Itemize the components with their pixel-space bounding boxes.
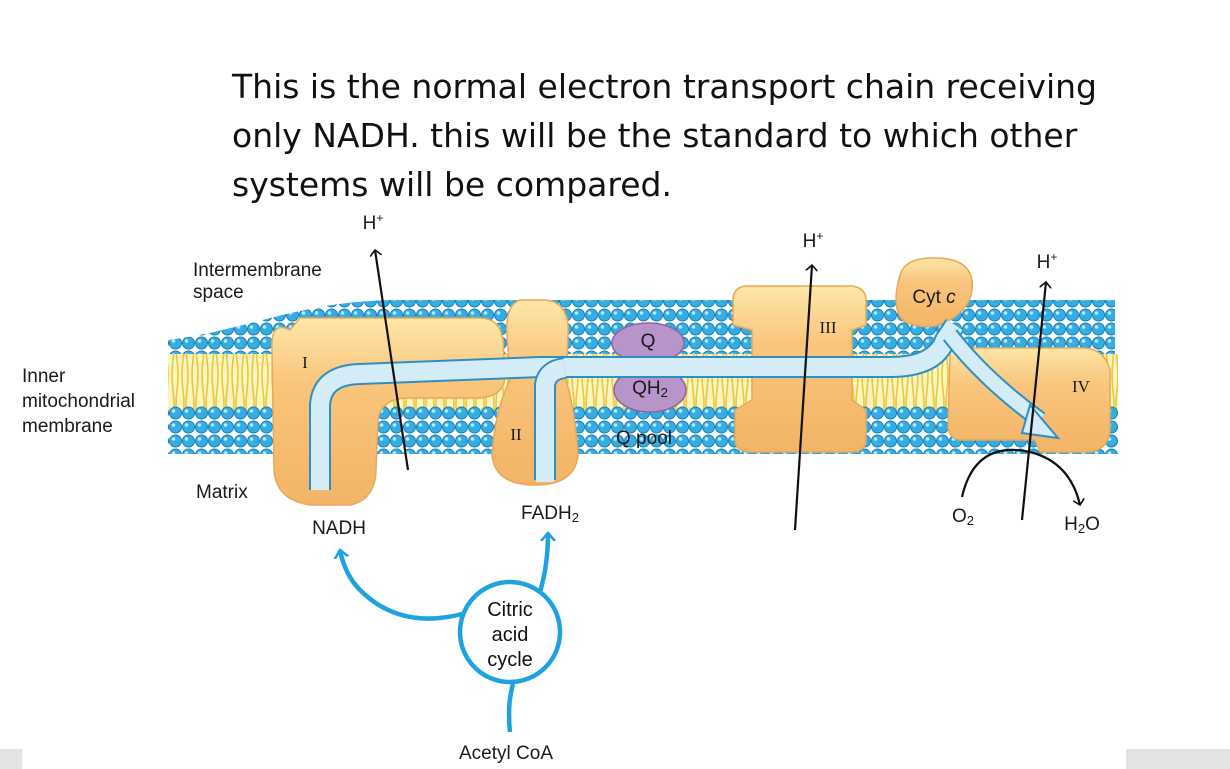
electron-path-fill xyxy=(311,320,963,490)
q-pool-label: Q pool xyxy=(616,428,672,449)
proton-arrow-i xyxy=(375,250,410,471)
qh2-label: QH2 xyxy=(632,378,668,400)
proton-label-iii-base: H xyxy=(802,231,817,252)
proton-label-i: H+ xyxy=(362,211,384,235)
acetyl-coa-feed xyxy=(506,683,516,733)
fadh2-label-base: FADH xyxy=(521,503,572,524)
qh2-label-base: QH xyxy=(632,378,661,399)
citric-acid-cycle-label: Citric acid cycle xyxy=(487,598,533,673)
complex-ii-label: II xyxy=(510,425,522,444)
nadh-arrow xyxy=(340,550,463,621)
inner-membrane-label-line-1: Inner xyxy=(22,366,66,387)
nadh-label: NADH xyxy=(312,518,366,539)
proton-label-i-sup: + xyxy=(376,211,384,225)
cyt-c-label-italic: c xyxy=(946,287,956,308)
caption: This is the normal electron transport ch… xyxy=(232,62,1132,209)
complex-iv-label: IV xyxy=(1072,377,1090,396)
citric-acid-cycle-label-line-3: cycle xyxy=(487,649,533,671)
h2o-label: H2O xyxy=(1064,514,1100,536)
inner-membrane-label-line-3: membrane xyxy=(22,416,113,437)
inner-membrane-label: Inner mitochondrial membrane xyxy=(22,364,135,439)
proton-label-iii-sup: + xyxy=(816,229,824,243)
caption-line-3: systems will be compared. xyxy=(232,165,672,204)
proton-label-iv: H+ xyxy=(1036,250,1058,274)
matrix-label: Matrix xyxy=(196,482,248,503)
citric-acid-cycle xyxy=(457,579,563,685)
proton-label-iv-sup: + xyxy=(1050,250,1058,264)
electron-path-fadh-fill xyxy=(536,359,567,482)
fadh2-label: FADH2 xyxy=(521,503,579,525)
proton-arrow-iii xyxy=(793,265,812,531)
caption-line-1: This is the normal electron transport ch… xyxy=(232,67,1097,106)
proton-label-iii: H+ xyxy=(802,229,824,253)
h2o-label-sub: 2 xyxy=(1077,521,1086,536)
citric-acid-cycle-label-line-1: Citric xyxy=(487,599,533,621)
h2o-label-h: H xyxy=(1064,514,1078,535)
proton-label-iv-base: H xyxy=(1036,252,1051,273)
qh2-label-sub: 2 xyxy=(660,385,668,400)
caption-line-2: only NADH. this will be the standard to … xyxy=(232,116,1078,155)
q-label: Q xyxy=(640,331,656,352)
h2o-label-o: O xyxy=(1085,514,1100,535)
o2-label-sub: 2 xyxy=(966,513,975,528)
intermembrane-label: Intermembrane space xyxy=(193,260,322,304)
intermembrane-label-line-1: Intermembrane xyxy=(193,260,322,281)
inner-membrane-label-line-2: mitochondrial xyxy=(22,391,135,412)
complex-i-label: I xyxy=(302,353,308,372)
o2-label: O2 xyxy=(952,506,974,528)
complex-iii-label: III xyxy=(819,318,837,337)
scroll-corner-left xyxy=(0,749,22,769)
fadh2-label-sub: 2 xyxy=(571,510,579,525)
scroll-corner-right xyxy=(1126,749,1230,769)
fadh2-arrow xyxy=(537,533,548,593)
citric-acid-cycle-label-line-2: acid xyxy=(491,624,529,646)
cytochrome-c xyxy=(895,257,974,328)
cyt-c-label-base: Cyt xyxy=(912,287,941,308)
intermembrane-label-line-2: space xyxy=(193,282,244,303)
proton-arrow-iv xyxy=(1020,282,1046,521)
oxygen-reduction-arrow xyxy=(960,448,1080,505)
proton-label-i-base: H xyxy=(362,213,377,234)
acetyl-coa-label: Acetyl CoA xyxy=(459,743,553,764)
o2-label-base: O xyxy=(951,506,967,527)
cyt-c-label: Cyt c xyxy=(912,287,955,309)
